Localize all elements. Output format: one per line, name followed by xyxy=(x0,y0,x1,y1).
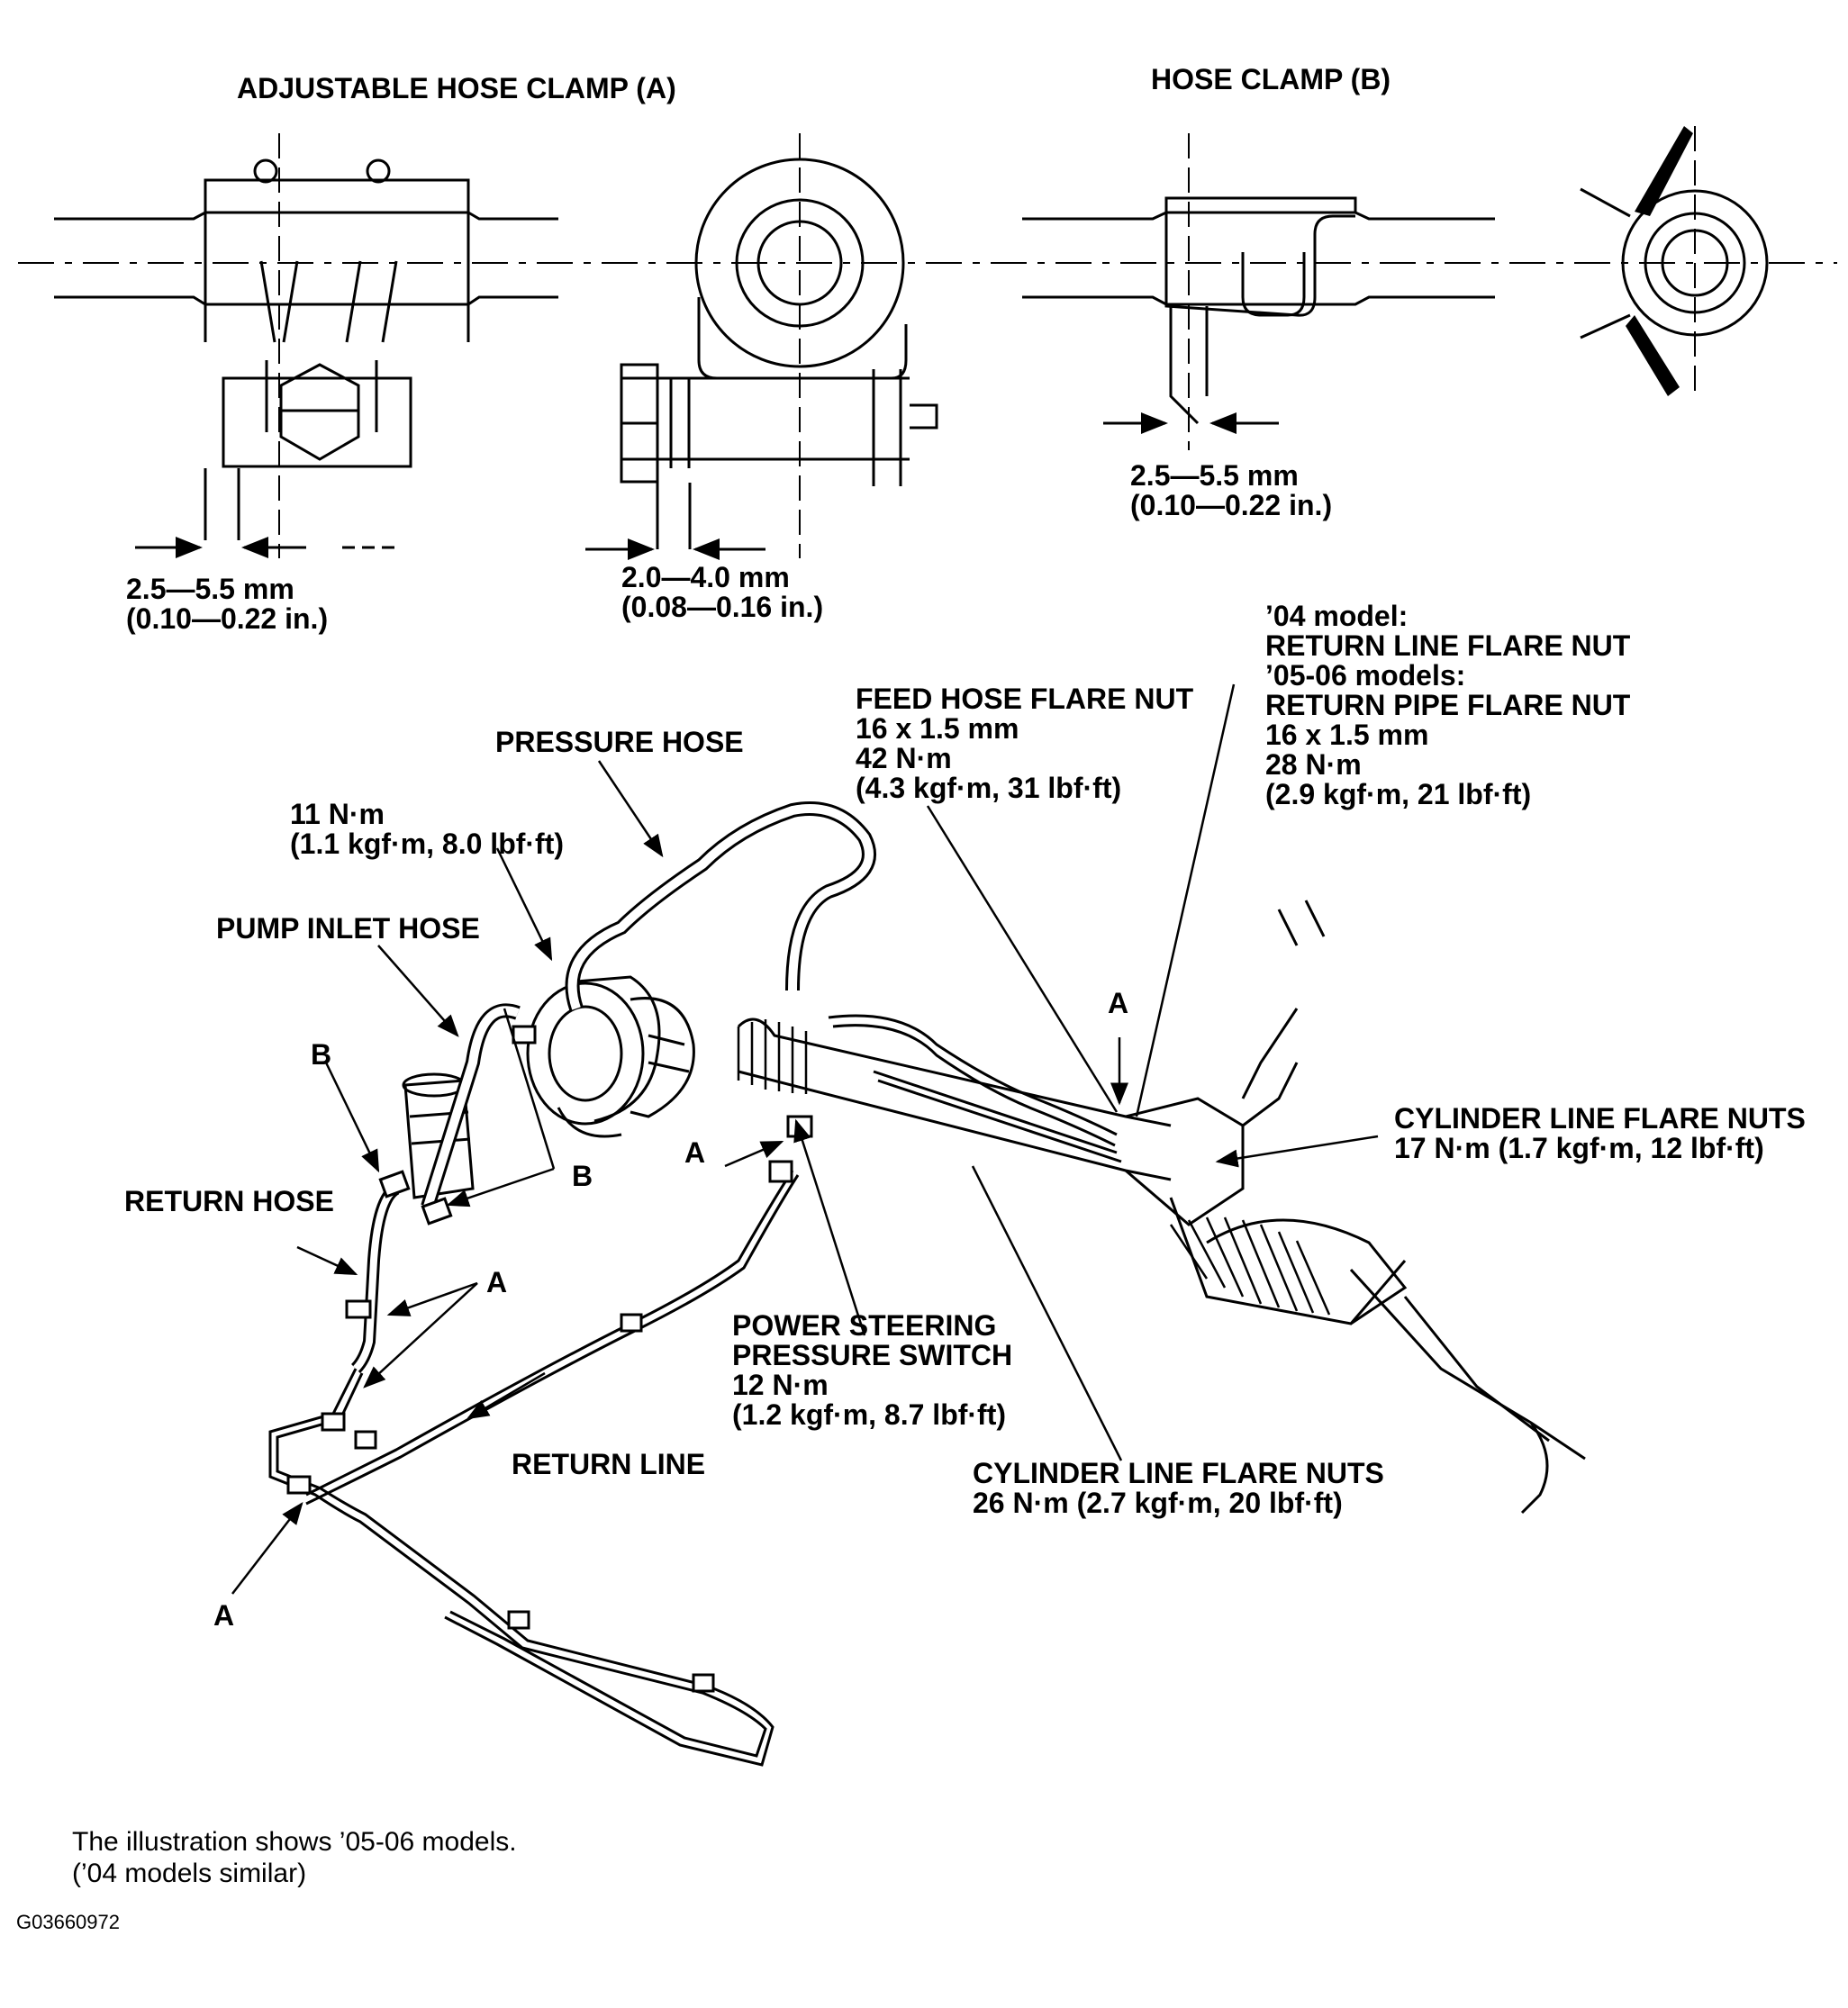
cylinder-lines xyxy=(828,1014,1122,1163)
return-flare-line-2: RETURN LINE FLARE NUT xyxy=(1265,629,1631,662)
feed-hose-line-3: 42 N·m xyxy=(856,742,952,774)
cylinder-17-line-2: 17 N·m (1.7 kgf·m, 12 lbf·ft) xyxy=(1394,1132,1764,1164)
illustration-note-line-2: (’04 models similar) xyxy=(72,1859,307,1888)
squeeze-arrow-upper xyxy=(1635,126,1693,216)
figure-code: G03660972 xyxy=(16,1911,120,1933)
dimension-clamp-a-in: (0.10—0.22 in.) xyxy=(126,602,329,635)
label-return-hose: RETURN HOSE xyxy=(124,1185,334,1217)
label-pump-inlet-hose: PUMP INLET HOSE xyxy=(216,912,480,945)
label-return-line: RETURN LINE xyxy=(512,1448,706,1480)
label-ps-pressure-switch: POWER STEERING PRESSURE SWITCH 12 N·m (1… xyxy=(732,1311,1012,1430)
feed-hose-line-2: 16 x 1.5 mm xyxy=(856,712,1019,745)
heading-hose-clamp-b: HOSE CLAMP (B) xyxy=(1151,63,1391,95)
label-pump-bolt-torque: 11 N·m (1.1 kgf·m, 8.0 lbf·ft) xyxy=(290,800,564,859)
dimension-clamp-a: 2.5—5.5 mm (0.10—0.22 in.) xyxy=(126,574,328,634)
dimension-clamp-b: 2.5—5.5 mm (0.10—0.22 in.) xyxy=(1130,461,1332,520)
label-cylinder-flare-nuts-17: CYLINDER LINE FLARE NUTS 17 N·m (1.7 kgf… xyxy=(1394,1104,1806,1163)
feed-hose-line-1: FEED HOSE FLARE NUT xyxy=(856,683,1194,715)
label-pressure-hose: PRESSURE HOSE xyxy=(495,726,744,758)
return-line xyxy=(268,1170,800,1767)
illustration-note-line-1: The illustration shows ’05-06 models. xyxy=(72,1827,517,1857)
label-cylinder-flare-nuts-26: CYLINDER LINE FLARE NUTS 26 N·m (2.7 kgf… xyxy=(973,1459,1384,1518)
illustration-note: The illustration shows ’05-06 models. (’… xyxy=(72,1826,517,1889)
label-feed-hose-flare-nut: FEED HOSE FLARE NUT 16 x 1.5 mm 42 N·m (… xyxy=(856,684,1193,803)
squeeze-arrow-lower xyxy=(1626,315,1680,396)
return-flare-line-3: ’05-06 models: xyxy=(1265,659,1466,692)
return-hose-fill xyxy=(353,1185,399,1371)
adjustable-clamp-end-view xyxy=(585,158,938,560)
rack-boot-right xyxy=(1169,1217,1331,1316)
marker-b-pump: B xyxy=(572,1160,593,1192)
ps-switch-line-4: (1.2 kgf·m, 8.7 lbf·ft) xyxy=(732,1398,1007,1431)
leader-lines xyxy=(231,683,1379,1595)
marker-a-switch: A xyxy=(684,1136,706,1169)
dimension-clamp-a-bolt-in: (0.08—0.16 in.) xyxy=(621,591,824,623)
rack-boot-left xyxy=(737,1019,808,1094)
return-flare-line-4: RETURN PIPE FLARE NUT xyxy=(1265,689,1631,721)
pump-bolt-torque-line-2: (1.1 kgf·m, 8.0 lbf·ft) xyxy=(290,828,565,860)
label-return-flare-nut: ’04 model: RETURN LINE FLARE NUT ’05-06 … xyxy=(1265,601,1630,810)
adjustable-clamp-side-view xyxy=(54,158,558,558)
pump-inlet-hose-fill xyxy=(423,1006,520,1208)
marker-a-return-hose: A xyxy=(486,1266,508,1298)
heading-adjustable-hose-clamp: ADJUSTABLE HOSE CLAMP (A) xyxy=(237,72,676,104)
cylinder-26-line-2: 26 N·m (2.7 kgf·m, 20 lbf·ft) xyxy=(973,1487,1343,1519)
marker-a-flare-nut: A xyxy=(1108,987,1129,1019)
ps-switch-line-2: PRESSURE SWITCH xyxy=(732,1339,1013,1371)
marker-b-reservoir: B xyxy=(311,1038,332,1071)
ps-switch-line-1: POWER STEERING xyxy=(732,1309,997,1342)
hose-clamp-b-side-view xyxy=(1022,196,1495,434)
pressure-hose-fill xyxy=(567,804,874,1010)
return-flare-line-5: 16 x 1.5 mm xyxy=(1265,719,1429,751)
ps-switch-line-3: 12 N·m xyxy=(732,1369,829,1401)
cylinder-26-line-1: CYLINDER LINE FLARE NUTS xyxy=(973,1457,1384,1489)
feed-hose-line-4: (4.3 kgf·m, 31 lbf·ft) xyxy=(856,772,1122,804)
dimension-clamp-b-in: (0.10—0.22 in.) xyxy=(1130,489,1333,521)
marker-a-lower: A xyxy=(213,1599,235,1632)
return-flare-line-6: 28 N·m xyxy=(1265,748,1362,781)
power-steering-pump xyxy=(526,975,695,1138)
dimension-clamp-a-mm: 2.5—5.5 mm xyxy=(126,573,294,605)
dimension-clamp-b-mm: 2.5—5.5 mm xyxy=(1130,459,1299,492)
cylinder-17-line-1: CYLINDER LINE FLARE NUTS xyxy=(1394,1102,1806,1135)
dimension-clamp-a-bolt: 2.0—4.0 mm (0.08—0.16 in.) xyxy=(621,563,823,622)
dimension-clamp-a-bolt-mm: 2.0—4.0 mm xyxy=(621,561,790,593)
return-flare-line-1: ’04 model: xyxy=(1265,600,1409,632)
pump-bolt-torque-line-1: 11 N·m xyxy=(290,798,385,830)
return-flare-line-7: (2.9 kgf·m, 21 lbf·ft) xyxy=(1265,778,1532,810)
